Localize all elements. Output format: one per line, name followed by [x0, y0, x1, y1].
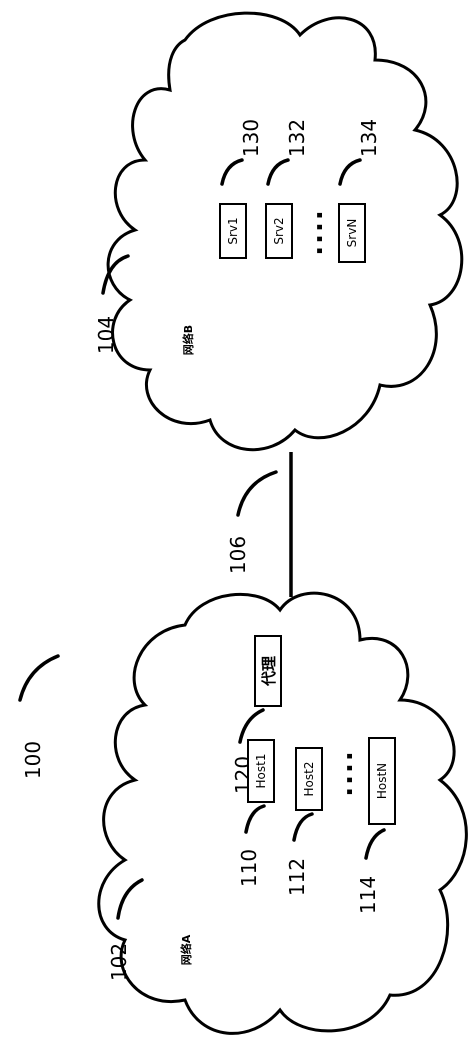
host-n-node: HostN 114	[356, 737, 396, 914]
proxy-ref-leader	[238, 708, 265, 744]
link-ref-label: 106	[226, 536, 250, 574]
host-1-ref-label: 110	[237, 849, 261, 887]
proxy-label: 代理	[260, 656, 278, 687]
network-b-label: 网络B	[181, 325, 195, 355]
host-2-ref-label: 112	[285, 858, 309, 896]
host-1-box	[247, 739, 275, 803]
figure-ref-leader	[18, 654, 60, 702]
network-b-ref-group: 104	[94, 254, 130, 354]
server-1-ref-leader	[220, 158, 244, 186]
network-a-ref-group: 102	[107, 878, 144, 981]
server-2-node: Srv2 132	[265, 119, 309, 259]
network-link-group: 106	[226, 452, 293, 597]
network-a-cloud-shape	[97, 591, 468, 1035]
host-2-node: Host2 112	[285, 747, 323, 896]
server-n-node: SrvN 134	[338, 119, 381, 263]
server-n-ref-leader	[338, 158, 362, 186]
server-2-ref-label: 132	[285, 119, 309, 157]
server-1-ref-label: 130	[239, 119, 263, 157]
host-n-ref-label: 114	[356, 876, 380, 914]
server-1-node: Srv1 130	[219, 119, 263, 259]
host-2-ref-leader	[292, 812, 314, 842]
proxy-box	[254, 635, 282, 707]
figure-ref-group: 100	[18, 654, 60, 779]
network-a-cloud: 网络A	[97, 591, 468, 1035]
link-ref-leader	[236, 470, 278, 517]
network-a-ref-leader	[116, 878, 144, 920]
figure-ref-label: 100	[21, 741, 45, 779]
host-2-label: Host2	[302, 762, 316, 797]
server-n-label: SrvN	[345, 219, 359, 248]
network-a-ref-label: 102	[107, 943, 131, 981]
server-n-box	[338, 203, 366, 263]
host-ellipsis: ....	[329, 749, 359, 797]
server-1-label: Srv1	[226, 217, 240, 244]
network-b-ref-leader	[101, 254, 130, 295]
host-2-box	[295, 747, 323, 811]
host-n-label: HostN	[375, 763, 389, 799]
host-1-label: Host1	[254, 754, 268, 789]
server-2-box	[265, 203, 293, 259]
host-n-box	[368, 737, 396, 825]
server-2-ref-leader	[266, 158, 290, 186]
network-a-label: 网络A	[179, 934, 193, 965]
host-n-ref-leader	[364, 828, 386, 860]
server-2-label: Srv2	[272, 217, 286, 244]
host-1-node: Host1 110	[237, 739, 275, 887]
server-n-ref-label: 134	[357, 119, 381, 157]
network-b-ref-label: 104	[94, 316, 118, 354]
server-1-box	[219, 203, 247, 259]
server-ellipsis: ....	[299, 208, 329, 256]
host-1-ref-leader	[244, 804, 266, 834]
